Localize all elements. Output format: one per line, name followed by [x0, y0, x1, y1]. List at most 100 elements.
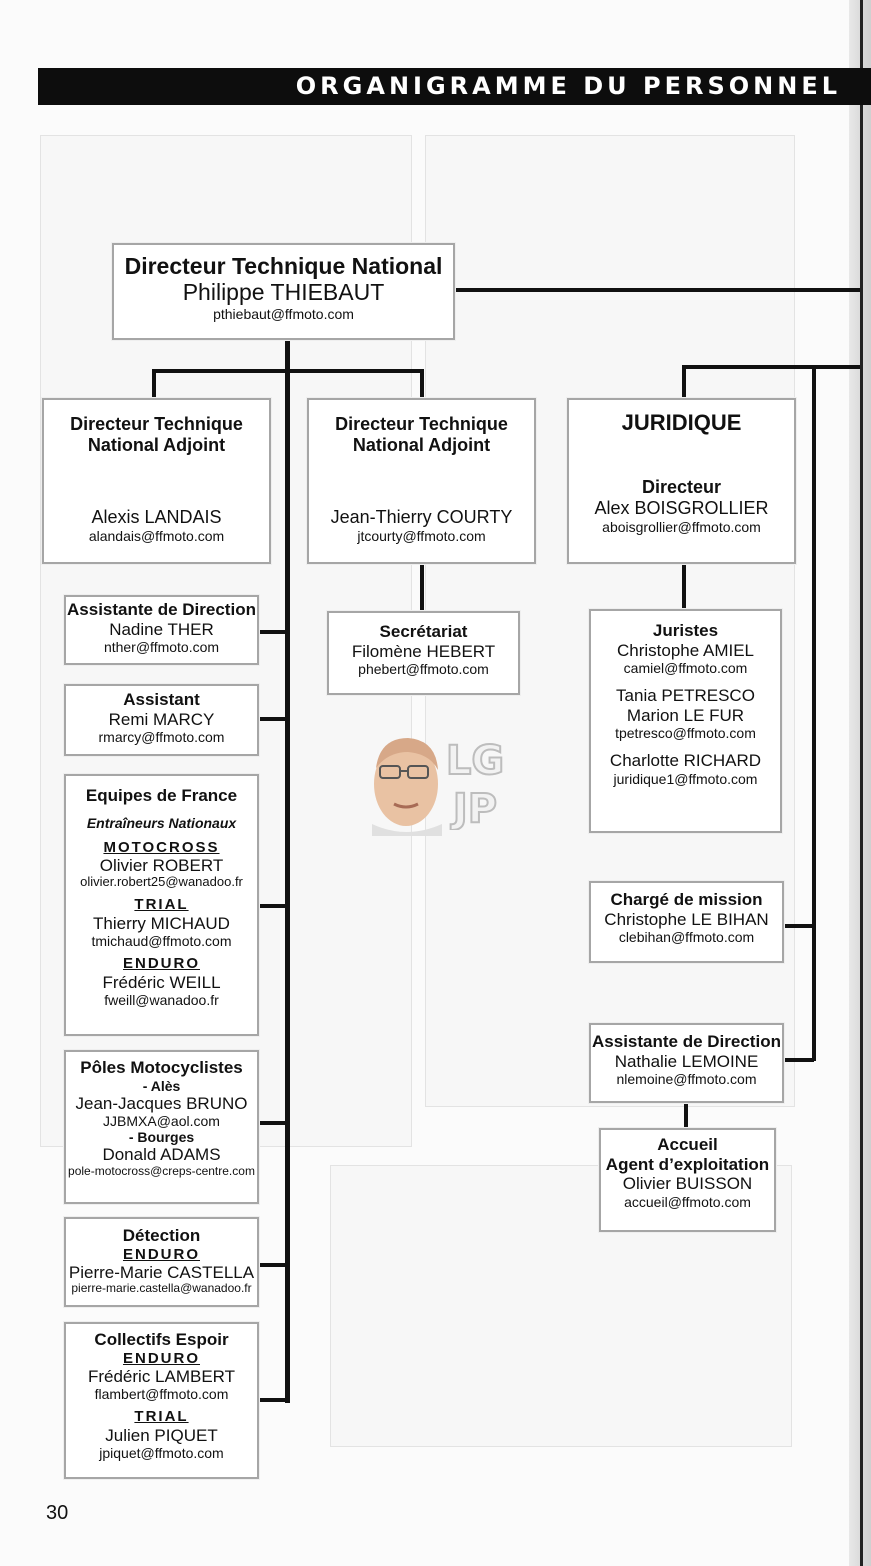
adjoint2-title: Directeur Technique National Adjoint: [335, 414, 508, 455]
accueil-title: Accueil: [657, 1135, 718, 1154]
juridique-email: aboisgrollier@ffmoto.com: [602, 518, 761, 535]
assist-direction-title: Assistante de Direction: [67, 600, 256, 619]
detection-name: Pierre-Marie CASTELLA: [68, 1262, 255, 1282]
connector-poles: [259, 1121, 287, 1125]
assist-direction2-name: Nathalie LEMOINE: [614, 1051, 759, 1071]
connector-juristes: [682, 563, 686, 609]
poles-place-ales: - Alès: [142, 1077, 181, 1094]
assistant-box: Assistant Remi MARCY rmarcy@ffmoto.com: [64, 684, 259, 756]
juridique-box: JURIDIQUE Directeur Alex BOISGROLLIER ab…: [567, 398, 796, 564]
assist-direction-name: Nadine THER: [109, 619, 214, 639]
page-edge: [860, 0, 863, 1566]
assist-direction-box: Assistante de Direction Nadine THER nthe…: [64, 595, 259, 665]
equipes-section-enduro: ENDURO: [122, 955, 200, 973]
equipes-email-enduro: fweill@wanadoo.fr: [104, 992, 219, 1009]
connector-charge-mission: [784, 924, 814, 928]
assist-direction2-box: Assistante de Direction Nathalie LEMOINE…: [589, 1023, 784, 1103]
connector-adjoint2: [420, 369, 424, 400]
charge-mission-name: Christophe LE BIHAN: [604, 909, 769, 929]
lgjp-logo: LG JP: [445, 737, 505, 830]
collectifs-email-trial: jpiquet@ffmoto.com: [99, 1445, 224, 1462]
collectifs-email-enduro: flambert@ffmoto.com: [94, 1386, 229, 1403]
juridique-heading: JURIDIQUE: [621, 410, 742, 435]
connector-adjoints: [152, 369, 424, 373]
spine-line: [285, 340, 290, 1403]
dtn-title: Directeur Technique National: [124, 253, 443, 279]
secretariat-title: Secrétariat: [379, 622, 468, 641]
dtn-box: Directeur Technique National Philippe TH…: [112, 243, 455, 340]
juristes-box: Juristes Christophe AMIEL camiel@ffmoto.…: [589, 609, 782, 833]
secretariat-box: Secrétariat Filomène HEBERT phebert@ffmo…: [327, 611, 520, 695]
poles-place-bourges: - Bourges: [128, 1129, 195, 1146]
equipes-email-trial: tmichaud@ffmoto.com: [91, 933, 232, 950]
assistant-email: rmarcy@ffmoto.com: [98, 729, 225, 746]
secretariat-name: Filomène HEBERT: [351, 641, 496, 661]
assist-direction2-email: nlemoine@ffmoto.com: [616, 1071, 757, 1088]
accueil-name: Olivier BUISSON: [622, 1174, 753, 1194]
background-panel-bottom: [330, 1165, 792, 1447]
adjoint1-title: Directeur Technique National Adjoint: [70, 414, 243, 455]
equipes-subtitle: Entraîneurs Nationaux: [86, 814, 237, 831]
collectifs-box: Collectifs Espoir ENDURO Frédéric LAMBER…: [64, 1322, 259, 1479]
equipes-box: Equipes de France Entraîneurs Nationaux …: [64, 774, 259, 1036]
collectifs-name-trial: Julien PIQUET: [105, 1425, 218, 1445]
connector-collectifs: [259, 1398, 290, 1402]
connector-assist-direction2: [784, 1058, 814, 1062]
adjoint1-email: alandais@ffmoto.com: [88, 528, 225, 545]
connector-equipes: [259, 904, 287, 908]
equipes-name-enduro: Frédéric WEILL: [102, 972, 221, 992]
poles-title: Pôles Motocyclistes: [80, 1058, 243, 1077]
connector-dtn-right: [455, 288, 860, 292]
assistant-name: Remi MARCY: [108, 709, 215, 729]
juristes-email-2: tpetresco@ffmoto.com: [615, 725, 756, 742]
equipes-title: Equipes de France: [85, 786, 238, 805]
poles-email-bourges: pole-motocross@creps-centre.com: [68, 1163, 255, 1178]
equipes-name-trial: Thierry MICHAUD: [93, 913, 230, 933]
detection-title: Détection: [122, 1226, 201, 1245]
detection-email: pierre-marie.castella@wanadoo.fr: [71, 1281, 252, 1296]
collectifs-title: Collectifs Espoir: [94, 1330, 229, 1349]
connector-secretariat: [420, 563, 424, 611]
juristes-name-3: Marion LE FUR: [626, 705, 745, 725]
poles-email-ales: JJBMXA@aol.com: [103, 1113, 220, 1130]
charge-mission-box: Chargé de mission Christophe LE BIHAN cl…: [589, 881, 784, 963]
collectifs-section-trial: TRIAL: [134, 1408, 189, 1426]
collectifs-name-enduro: Frédéric LAMBERT: [87, 1366, 236, 1386]
right-spine-line: [812, 365, 816, 1061]
accueil-box: Accueil Agent d’exploitation Olivier BUI…: [599, 1128, 776, 1232]
accueil-subtitle: Agent d’exploitation: [605, 1154, 770, 1174]
juristes-name-4: Charlotte RICHARD: [609, 751, 762, 771]
connector-adjoint1: [152, 369, 156, 400]
assistant-title: Assistant: [123, 690, 200, 709]
detection-box: Détection ENDURO Pierre-Marie CASTELLA p…: [64, 1217, 259, 1307]
poles-name-ales: Jean-Jacques BRUNO: [75, 1093, 248, 1113]
juristes-title: Juristes: [652, 621, 719, 640]
dtn-email: pthiebaut@ffmoto.com: [213, 305, 354, 322]
logo-text-bottom: JP: [450, 786, 497, 830]
secretariat-email: phebert@ffmoto.com: [358, 661, 489, 678]
assist-direction-email: nther@ffmoto.com: [103, 639, 220, 656]
dtn-name: Philippe THIEBAUT: [182, 279, 385, 306]
adjoint1-box: Directeur Technique National Adjoint Ale…: [42, 398, 271, 564]
logo-text-top: LG: [446, 738, 504, 784]
adjoint2-name: Jean-Thierry COURTY: [330, 507, 513, 528]
equipes-name-motocross: Olivier ROBERT: [99, 855, 224, 875]
juridique-title: Directeur: [641, 477, 722, 498]
page-number: 30: [46, 1502, 69, 1524]
connector-assistant: [259, 717, 287, 721]
charge-mission-email: clebihan@ffmoto.com: [618, 929, 755, 946]
juristes-name-2: Tania PETRESCO: [616, 686, 755, 706]
assist-direction2-title: Assistante de Direction: [592, 1032, 781, 1051]
accueil-email: accueil@ffmoto.com: [624, 1193, 751, 1210]
adjoint2-box: Directeur Technique National Adjoint Jea…: [307, 398, 536, 564]
connector-juridique: [682, 365, 686, 398]
collectifs-section-enduro: ENDURO: [122, 1349, 200, 1367]
charge-mission-title: Chargé de mission: [610, 890, 763, 909]
portrait-photo: [372, 738, 442, 836]
adjoint1-name: Alexis LANDAIS: [91, 507, 222, 528]
equipes-section-trial: TRIAL: [134, 896, 189, 914]
juristes-email-3: juridique1@ffmoto.com: [613, 770, 758, 787]
page-title: ORGANIGRAMME DU PERSONNEL: [38, 68, 871, 105]
adjoint2-email: jtcourty@ffmoto.com: [357, 528, 486, 545]
juridique-name: Alex BOISGROLLIER: [594, 497, 769, 518]
